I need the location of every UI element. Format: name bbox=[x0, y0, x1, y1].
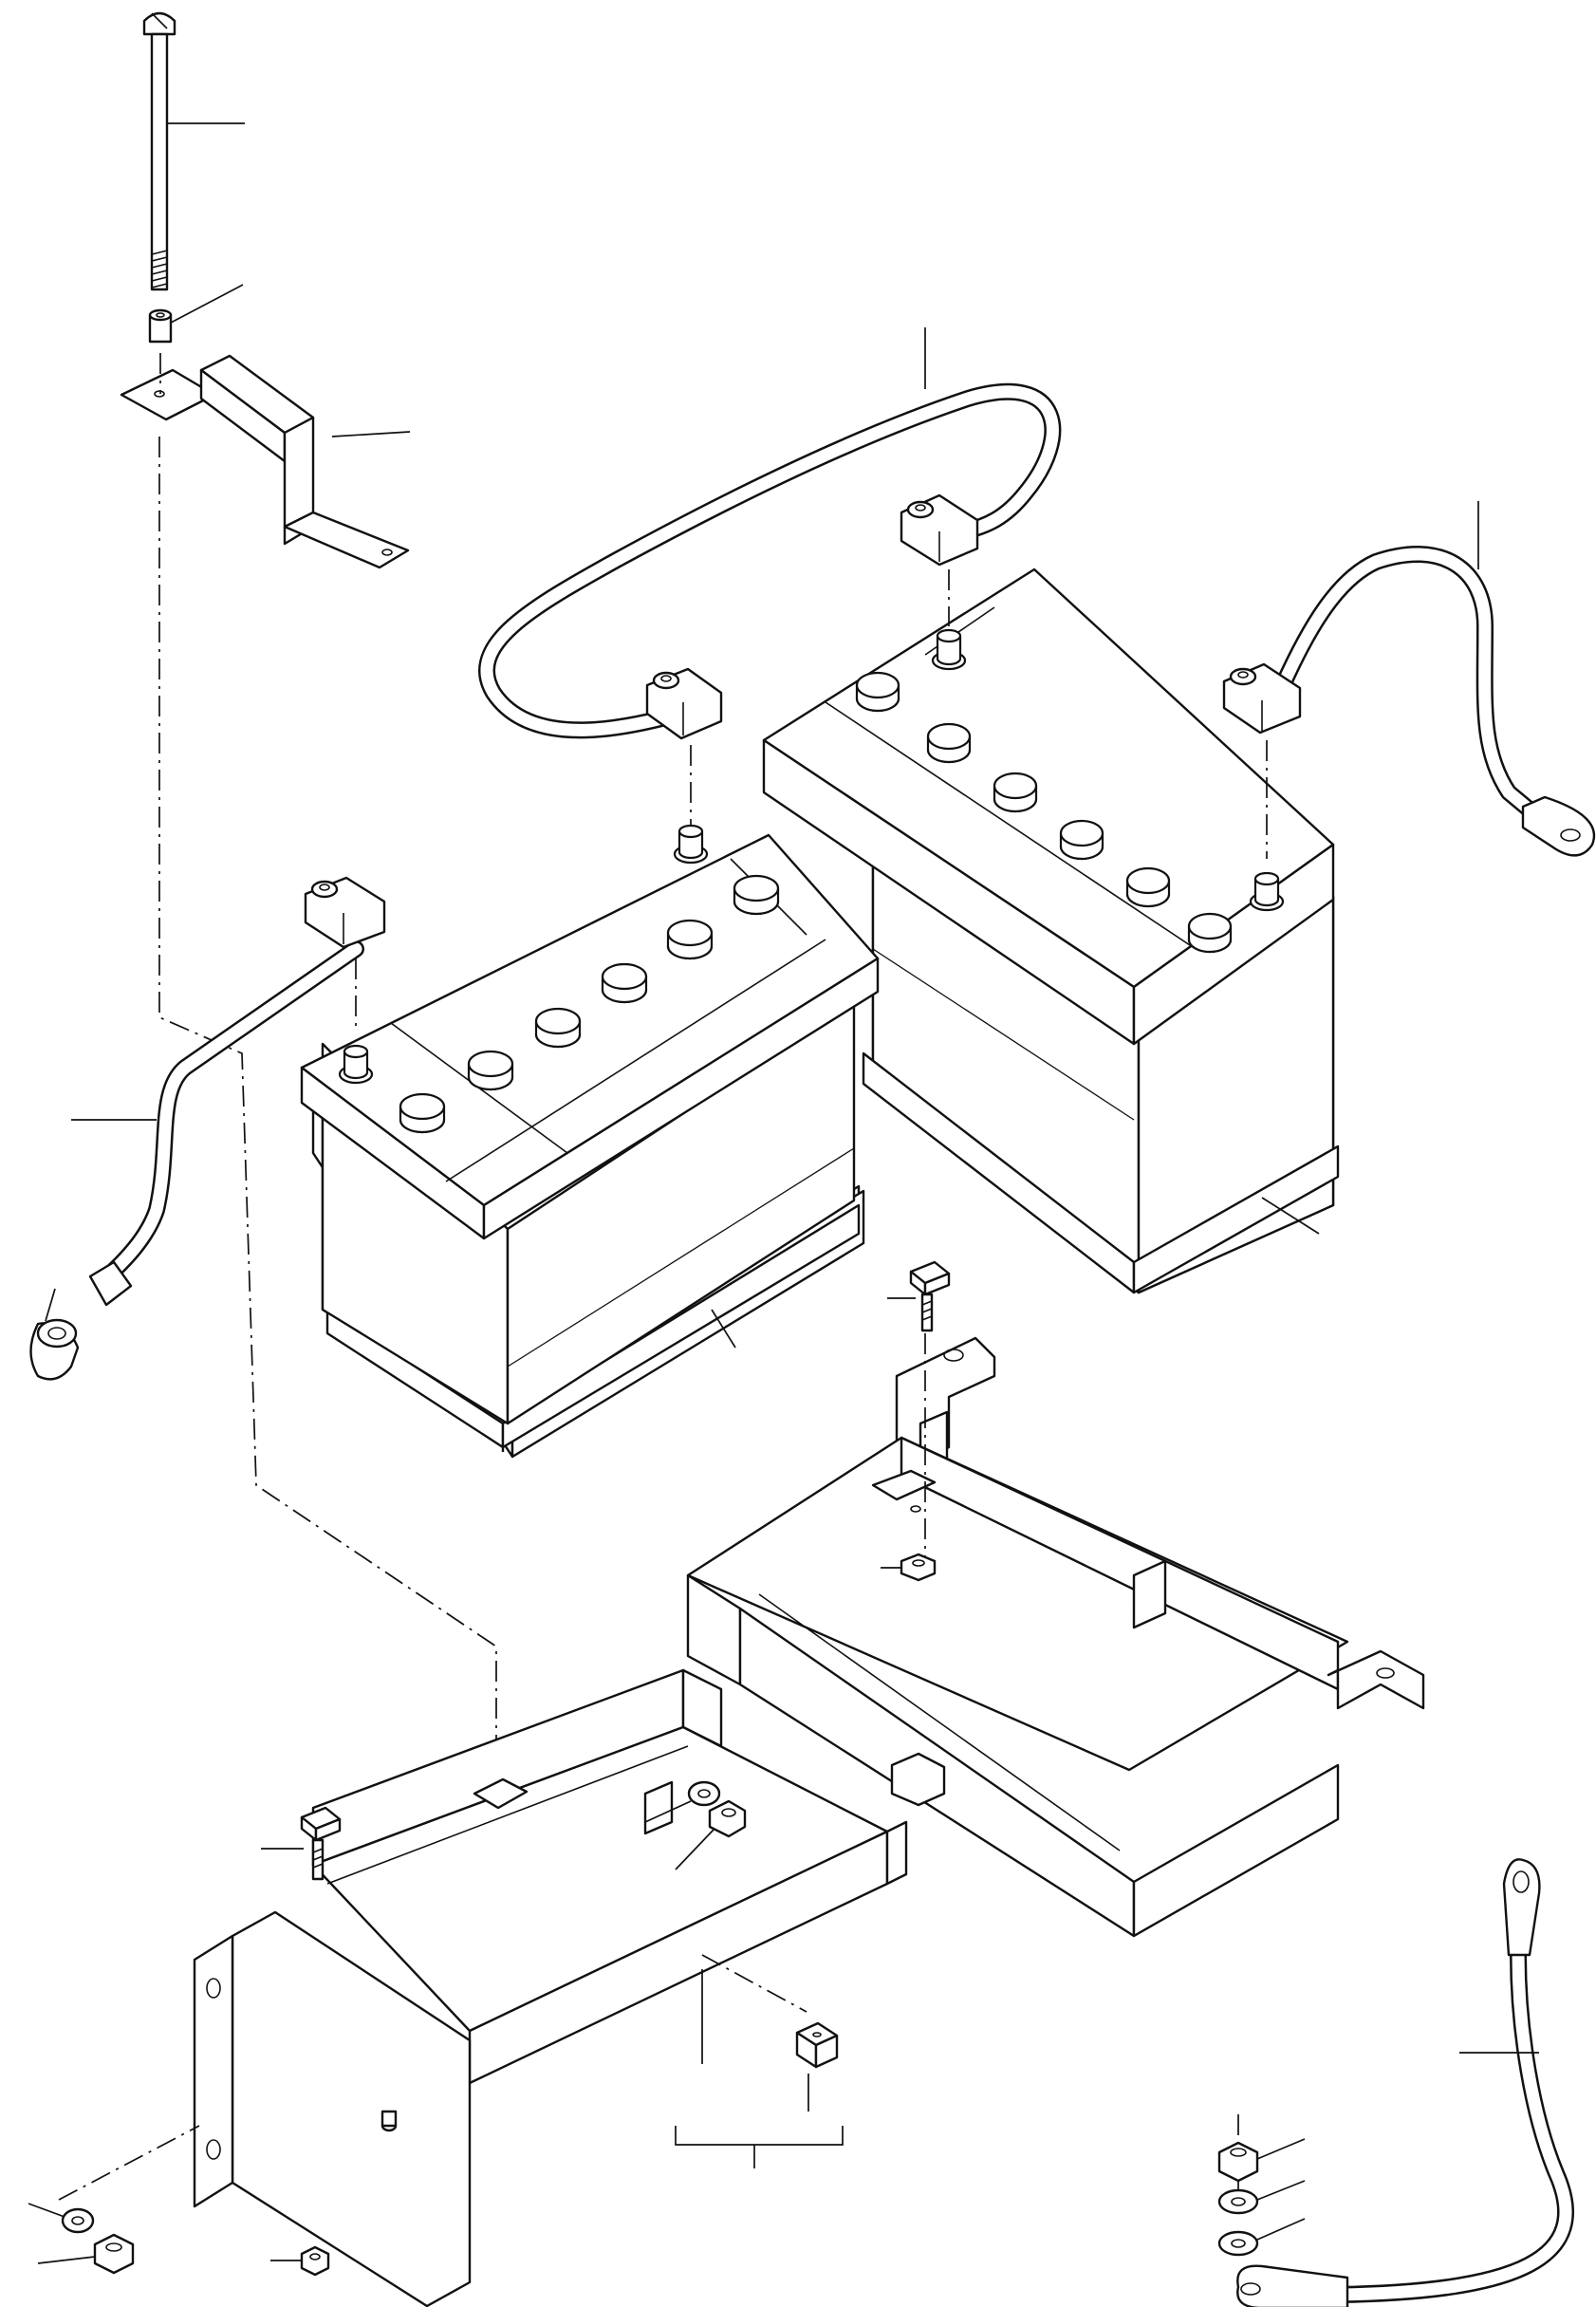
nut-icon bbox=[881, 1554, 935, 1580]
vent-cap-icon bbox=[536, 1009, 580, 1047]
vent-cap-icon bbox=[1061, 821, 1103, 859]
vent-cap-icon bbox=[668, 921, 712, 958]
washer-icon bbox=[28, 2204, 93, 2232]
battery-tray-front bbox=[195, 1670, 944, 2306]
vent-cap-icon bbox=[603, 964, 646, 1002]
battery-left bbox=[302, 835, 878, 1457]
assembly-line-clamp bbox=[159, 437, 496, 1784]
vent-cap-icon bbox=[1189, 914, 1231, 952]
vent-cap-icon bbox=[734, 876, 778, 914]
battery-right-caps bbox=[857, 630, 1283, 952]
washer-icon bbox=[1219, 2181, 1305, 2213]
vent-cap-icon bbox=[400, 1094, 444, 1132]
tray-bolts bbox=[261, 1262, 949, 1879]
hold-down-rod bbox=[144, 13, 245, 289]
vent-cap-icon bbox=[469, 1051, 512, 1089]
bolt-icon bbox=[887, 1262, 949, 1330]
vent-cap-icon bbox=[857, 673, 899, 711]
vent-cap-icon bbox=[994, 773, 1036, 811]
square-nut bbox=[797, 2023, 837, 2112]
kit-bracket bbox=[676, 2126, 843, 2168]
ground-strap bbox=[1237, 1859, 1566, 2307]
nut-icon bbox=[1219, 2139, 1305, 2181]
positive-cable bbox=[1224, 501, 1594, 855]
assembly-line-front-washer bbox=[59, 2126, 199, 2200]
nut-icon bbox=[270, 2247, 328, 2275]
battery-tray-rear bbox=[688, 1338, 1423, 1936]
terminal-boot bbox=[31, 1289, 79, 1379]
hold-down-clamp bbox=[121, 356, 410, 567]
terminal-post-icon bbox=[1251, 873, 1283, 910]
bolt-icon bbox=[261, 1808, 340, 1879]
tray-nuts bbox=[28, 1554, 935, 2275]
terminal-post-icon bbox=[675, 826, 707, 863]
nut-and-washers bbox=[1219, 2139, 1305, 2255]
vent-cap-icon bbox=[1127, 868, 1169, 906]
washer-icon bbox=[645, 1782, 719, 1822]
rod-sleeve bbox=[150, 285, 243, 342]
negative-cable-left bbox=[71, 878, 384, 1305]
assembly-line-square-nut bbox=[702, 1955, 807, 2012]
washer-icon bbox=[1219, 2219, 1305, 2255]
terminal-post-icon bbox=[340, 1046, 372, 1083]
battery-left-caps bbox=[340, 826, 778, 1132]
nut-icon bbox=[38, 2235, 133, 2273]
battery-right bbox=[764, 569, 1338, 1293]
terminal-post-icon bbox=[933, 630, 965, 669]
vent-cap-icon bbox=[928, 724, 970, 762]
jumper-cable bbox=[487, 327, 1052, 738]
nut-icon bbox=[676, 1801, 745, 1870]
